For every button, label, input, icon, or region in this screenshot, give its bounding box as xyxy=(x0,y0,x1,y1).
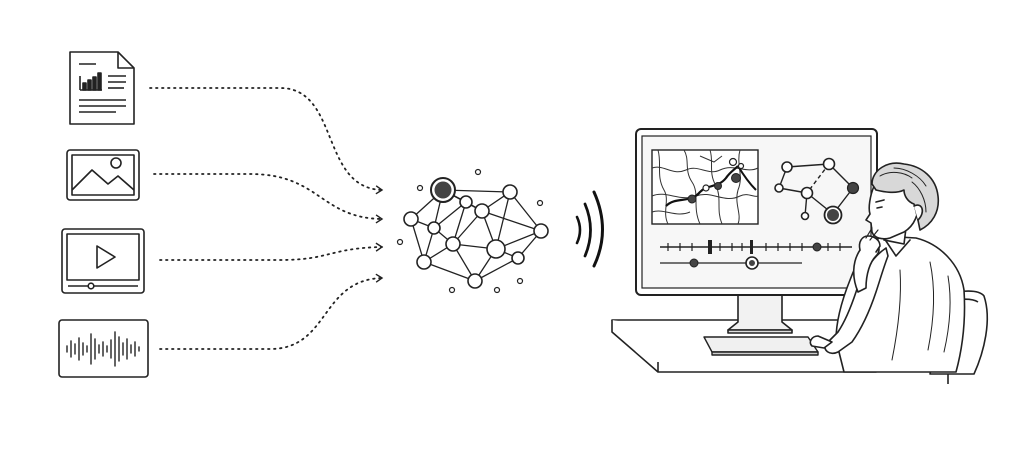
node-graph-panel-icon xyxy=(774,157,860,225)
connector-video xyxy=(159,242,384,261)
keyboard xyxy=(703,336,819,356)
map-panel-icon xyxy=(651,149,759,225)
document-icon xyxy=(69,51,135,125)
neural-network-graph-icon xyxy=(396,168,549,294)
image-icon xyxy=(66,149,140,201)
audio-waveform-icon xyxy=(58,319,149,378)
video-player-icon xyxy=(61,228,145,294)
connector-image xyxy=(153,173,384,224)
wireless-signal-icon xyxy=(575,190,604,268)
computer-monitor xyxy=(635,128,878,334)
input-connectors xyxy=(149,87,384,350)
person-analyzing-icon xyxy=(809,162,966,373)
timeline-panel-icon xyxy=(660,240,852,270)
connector-audio xyxy=(159,273,384,350)
